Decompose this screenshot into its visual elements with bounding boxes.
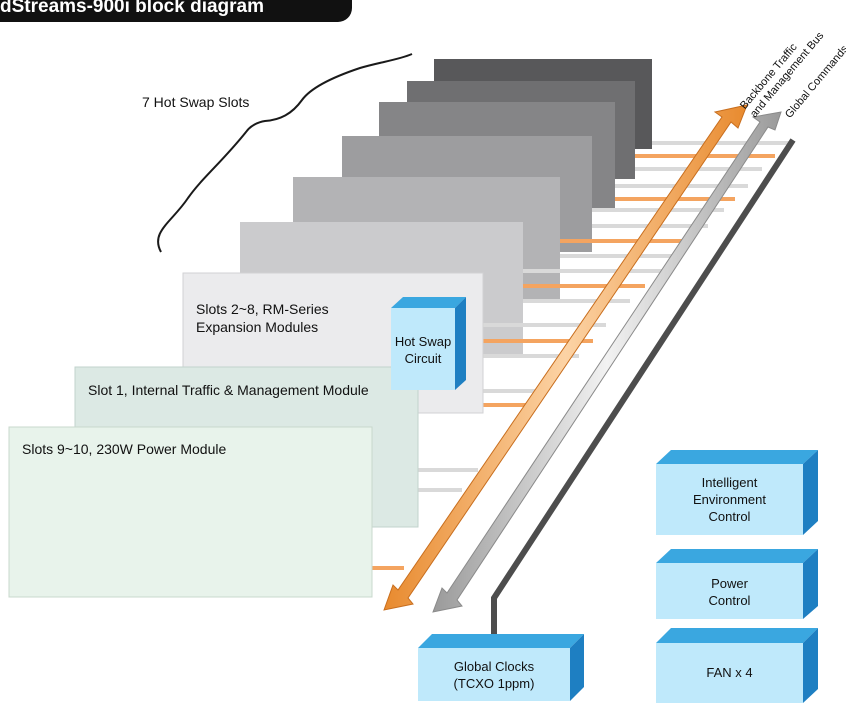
- title-bar: dStreams-900i block diagram: [0, 0, 352, 22]
- fan-box: [656, 628, 818, 703]
- power-module-panel: [8, 426, 373, 598]
- power-control-line1: Power: [711, 576, 748, 591]
- expansion-module-label-line2: Expansion Modules: [196, 319, 319, 335]
- hot-swap-slots-label: 7 Hot Swap Slots: [142, 94, 250, 110]
- power-control-label: Power Control: [656, 575, 803, 609]
- bus-lines: [383, 104, 796, 636]
- power-control-box: [656, 549, 818, 619]
- global-clocks-label: Global Clocks (TCXO 1ppm): [418, 658, 570, 692]
- environment-control-label: Intelligent Environment Control: [656, 474, 803, 525]
- diagram-title: dStreams-900i block diagram: [0, 0, 264, 17]
- hot-swap-circuit-box: [391, 297, 466, 390]
- traffic-module-label: Slot 1, Internal Traffic & Management Mo…: [88, 382, 369, 398]
- global-clocks-bus: [491, 138, 796, 636]
- power-module-label: Slots 9~10, 230W Power Module: [22, 441, 227, 457]
- environment-control-box: [656, 450, 818, 535]
- fan-label: FAN x 4: [706, 665, 753, 680]
- hot-swap-circuit-line1: Hot Swap: [394, 334, 452, 349]
- power-control-line2: Control: [708, 593, 751, 608]
- hot-swap-circuit-label: Hot Swap Circuit: [391, 333, 455, 367]
- global-commands-bus: [432, 111, 782, 613]
- environment-control-line1: Intelligent: [701, 475, 758, 490]
- global-clocks-box: [418, 634, 584, 701]
- global-clocks-line2: (TCXO 1ppm): [453, 676, 535, 691]
- environment-control-line3: Control: [708, 509, 751, 524]
- hot-swap-circuit-line2: Circuit: [404, 351, 442, 366]
- global-clocks-line1: Global Clocks: [453, 659, 535, 674]
- backbone-bus: [383, 104, 748, 611]
- expansion-module-label-line1: Slots 2~8, RM-Series: [196, 301, 329, 317]
- environment-control-line2: Environment: [693, 492, 766, 507]
- hot-swap-slots-brace: [157, 53, 413, 253]
